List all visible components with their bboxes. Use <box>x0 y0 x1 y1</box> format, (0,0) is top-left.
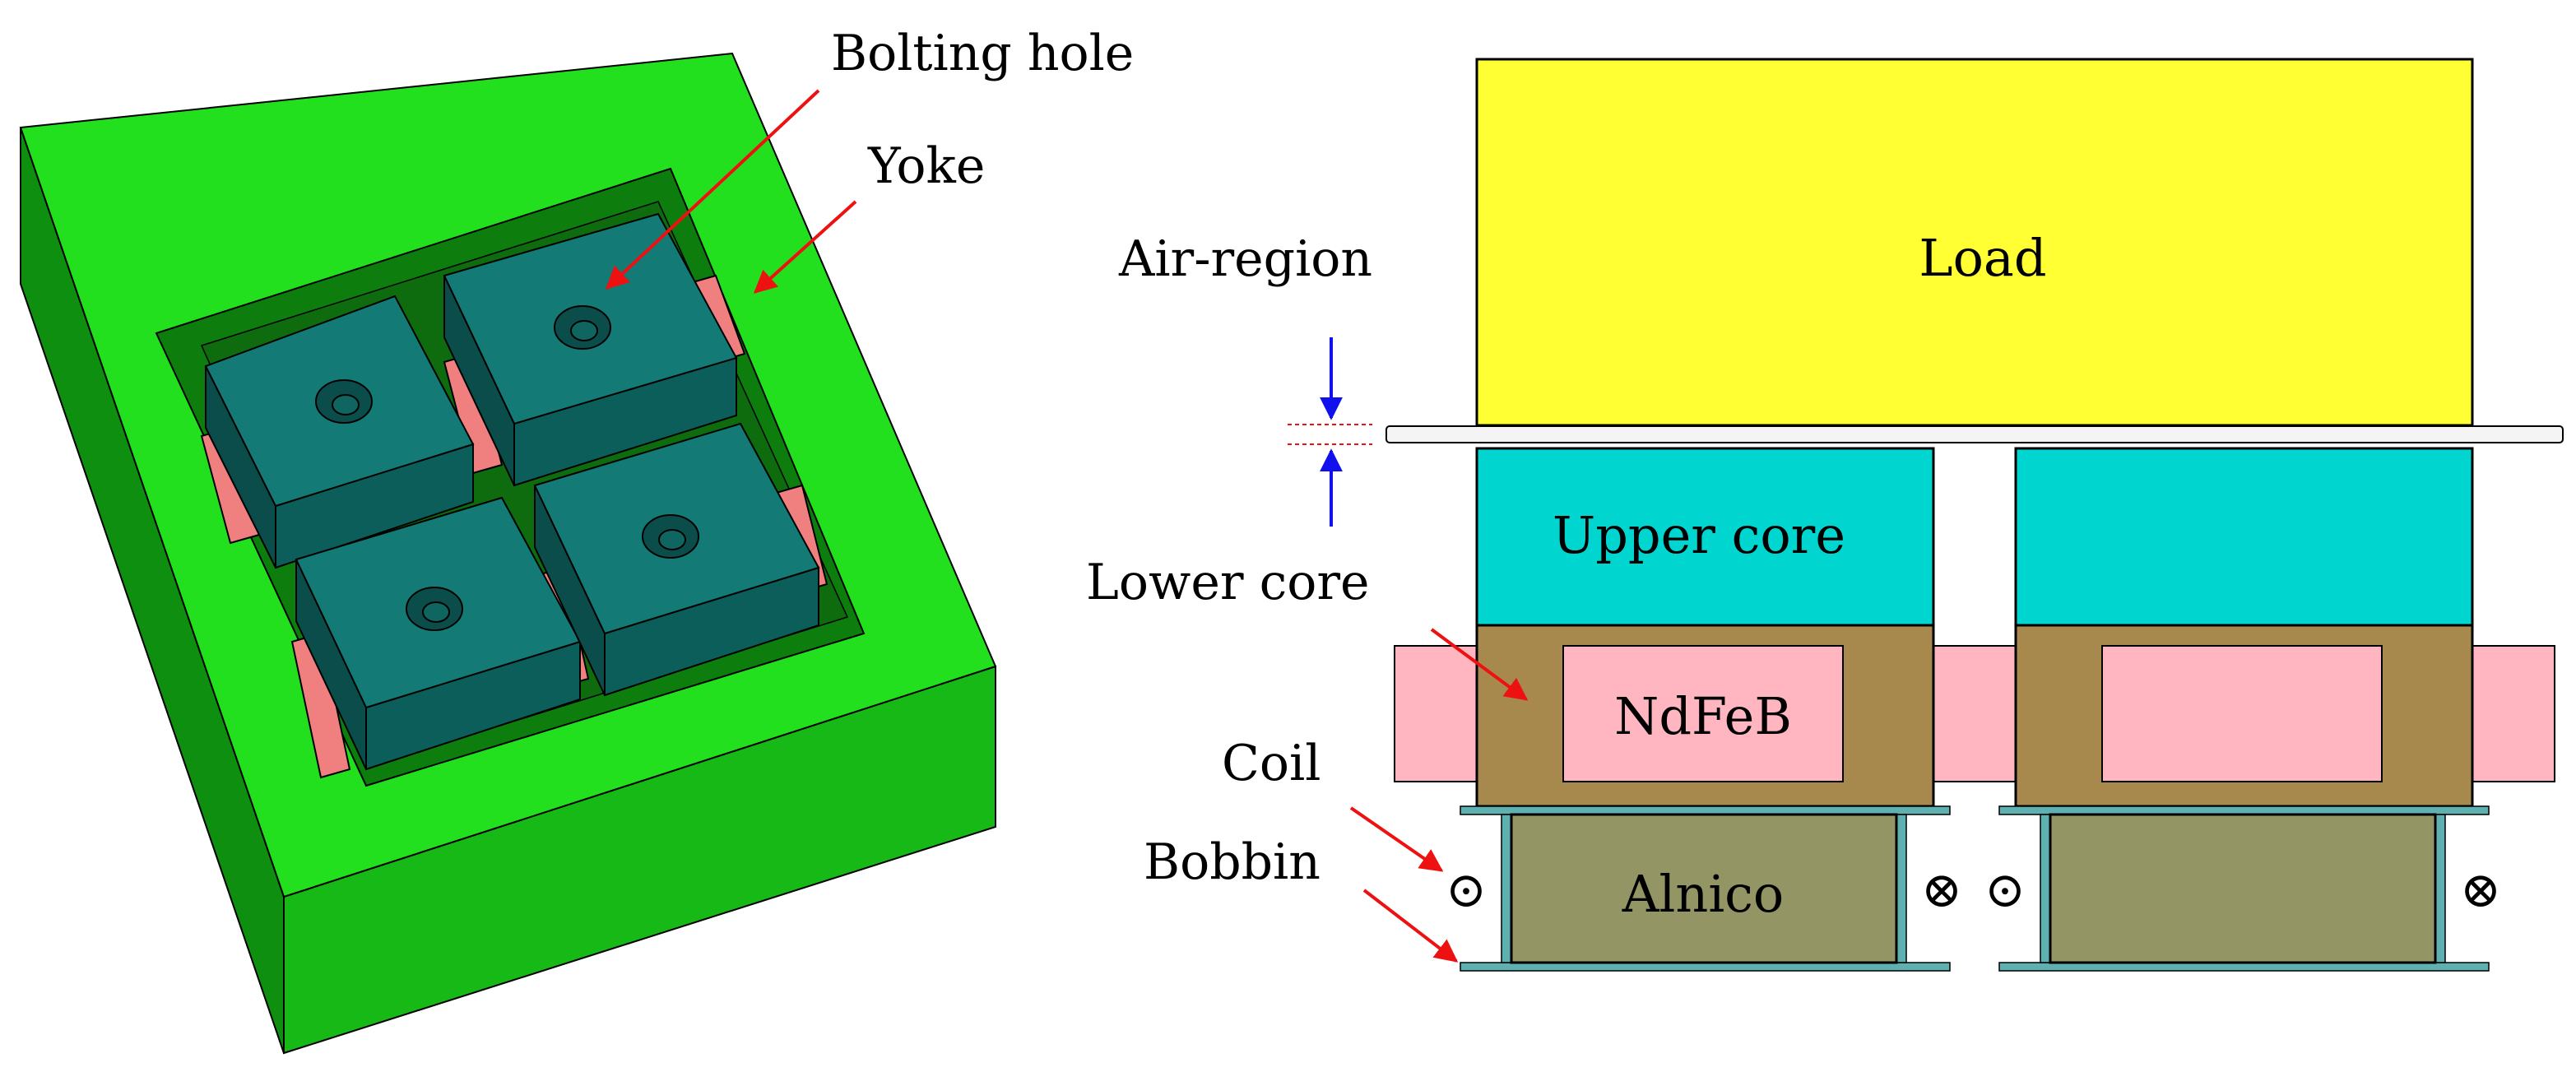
load-label: Load <box>1919 228 2046 288</box>
lower-core-arrow <box>1430 628 1529 701</box>
yoke-arrow <box>753 200 857 294</box>
upper-core-left <box>1475 447 1935 627</box>
ndfeb-side-left-inner <box>1933 645 2017 782</box>
bobbin-wall-left-a <box>1501 814 1512 963</box>
alnico-left <box>1510 813 1898 964</box>
load-block <box>1475 58 2474 427</box>
bobbin-wall-right-b <box>2434 814 2446 963</box>
alnico-right <box>2049 813 2437 964</box>
bobbin-arrow <box>1362 889 1459 963</box>
left-unit <box>1394 447 2017 972</box>
lower-core-label: Lower core <box>1086 554 1370 611</box>
yoke-label: Yoke <box>867 137 985 195</box>
bobbin-wall-right-a <box>2040 814 2051 963</box>
core-blocks-3d <box>204 212 820 771</box>
air-region-indicator <box>1288 337 1372 527</box>
3d-view: Bolting hole Yoke <box>19 25 1134 1055</box>
ndfeb-label: NdFeB <box>1614 686 1792 746</box>
core-block <box>295 496 582 771</box>
coil-arrow <box>1349 806 1444 872</box>
current-out-symbol: ⊙ <box>1984 861 2026 919</box>
core-block <box>533 422 820 697</box>
alnico-label: Alnico <box>1622 864 1784 924</box>
bolting-hole-label: Bolting hole <box>831 25 1134 82</box>
current-in-symbol: ⊗ <box>2460 861 2501 919</box>
load-plate <box>1385 425 2564 443</box>
cross-section-view: Load Air-region <box>1086 58 2564 972</box>
bolting-hole-arrow <box>605 89 820 290</box>
upper-core-label: Upper core <box>1553 505 1845 565</box>
ndfeb-side-left-outer <box>1394 645 1478 782</box>
bobbin-label: Bobbin <box>1144 833 1320 891</box>
core-block <box>204 295 475 569</box>
current-out-symbol: ⊙ <box>1446 861 1487 919</box>
air-region-label: Air-region <box>1118 230 1372 288</box>
ndfeb-right <box>2101 645 2383 782</box>
ndfeb-left <box>1562 645 1844 782</box>
bobbin-wall-left-b <box>1896 814 1907 963</box>
upper-core-right <box>2014 447 2474 627</box>
right-unit <box>1998 447 2555 972</box>
coil-label: Coil <box>1222 735 1320 792</box>
ndfeb-side-right-outer <box>2472 645 2555 782</box>
core-block <box>443 212 738 487</box>
current-in-symbol: ⊗ <box>1921 861 1962 919</box>
